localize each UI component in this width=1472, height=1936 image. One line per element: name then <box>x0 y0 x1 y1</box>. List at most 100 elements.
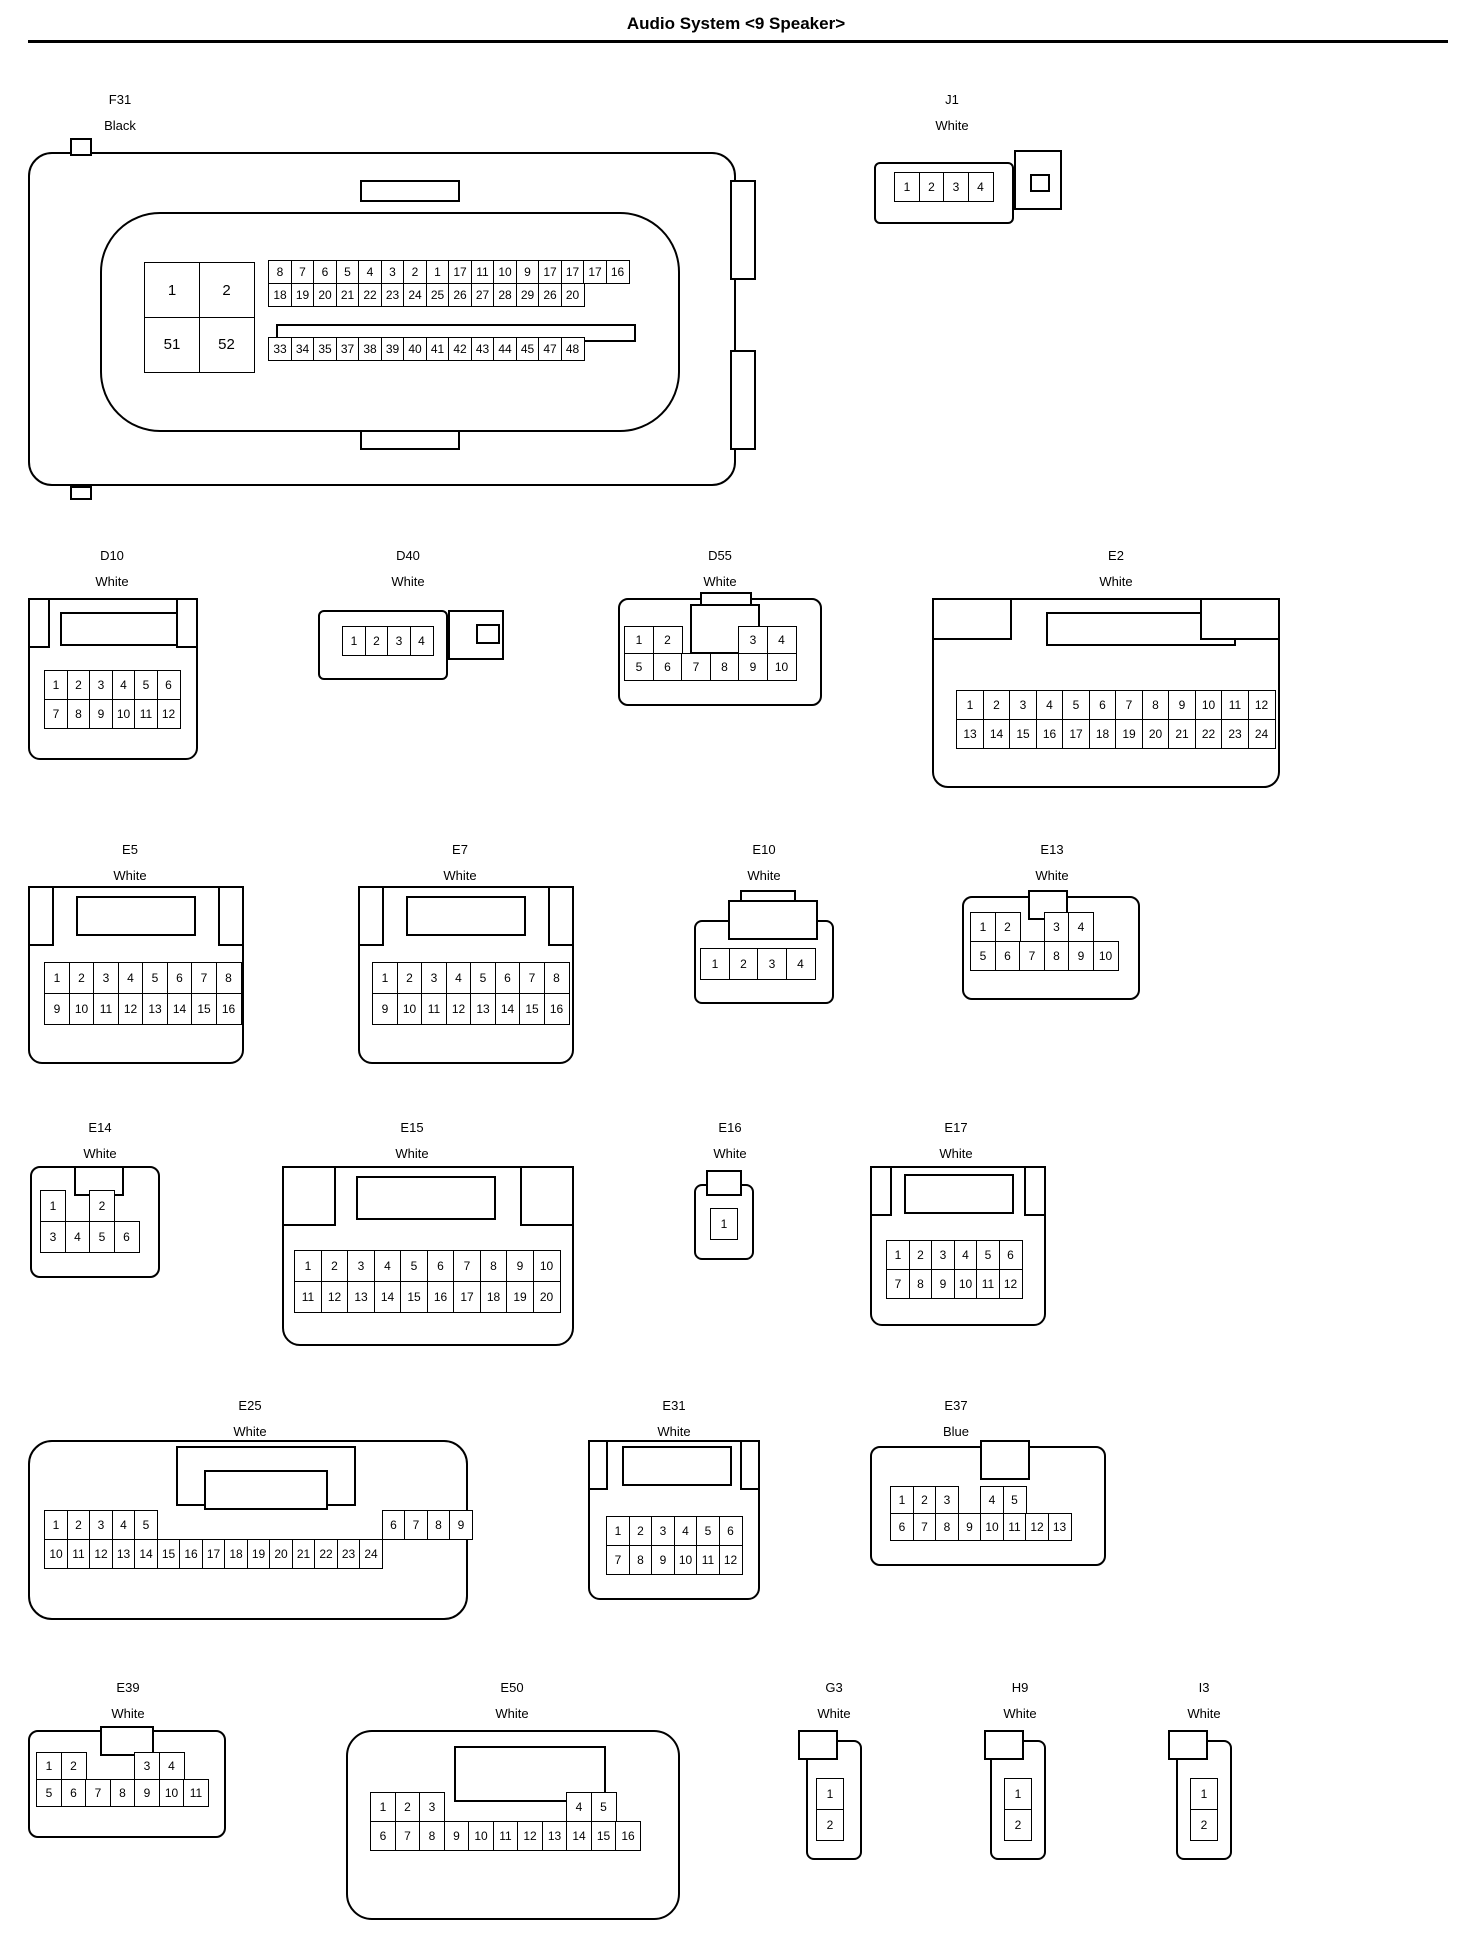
terminal-pin: 2 <box>1004 1808 1032 1841</box>
terminal-pin: 3 <box>89 1510 113 1540</box>
connector-code: D40 <box>396 548 420 563</box>
terminal-pin: 8 <box>908 1268 933 1299</box>
terminal-pin: 13 <box>956 718 984 749</box>
connector-latch <box>730 350 756 450</box>
terminal-pin: 5 <box>590 1792 617 1822</box>
terminal-pin: 4 <box>785 948 816 980</box>
terminal-pin: 18 <box>268 282 292 307</box>
connector-housing <box>694 1184 754 1260</box>
terminal-pin: 9 <box>89 698 113 729</box>
terminal-pin: 1 <box>144 262 200 318</box>
connector-color: White <box>817 1706 851 1721</box>
connector-latch <box>100 1726 154 1756</box>
terminal-pin: 2 <box>628 1516 653 1546</box>
terminal-pin: 1 <box>1190 1778 1218 1810</box>
terminal-pin: 11 <box>976 1268 1000 1299</box>
connector-latch <box>728 900 818 940</box>
terminal-pin: 5 <box>1002 1486 1027 1514</box>
terminal-pin: 2 <box>918 172 945 202</box>
connector-latch <box>730 180 756 280</box>
connector-color: White <box>939 1146 973 1161</box>
empty-cavity <box>157 1510 181 1540</box>
terminal-pin: 15 <box>1009 718 1037 749</box>
terminal-pin: 25 <box>425 282 450 307</box>
connector-code: E15 <box>400 1120 424 1135</box>
connector-latch <box>218 886 244 946</box>
terminal-pin: 39 <box>380 337 405 361</box>
terminal-pin: 40 <box>403 337 427 361</box>
connector-code: E50 <box>500 1680 524 1695</box>
terminal-pin: 10 <box>1092 940 1119 971</box>
terminal-pin: 24 <box>403 282 427 307</box>
empty-cavity <box>179 1510 203 1540</box>
terminal-pin: 1 <box>44 670 68 700</box>
terminal-pin: 2 <box>982 690 1011 720</box>
pin-row: 2 <box>1190 1808 1218 1841</box>
terminal-pin: 3 <box>421 962 447 994</box>
terminal-pin: 2 <box>816 1808 844 1841</box>
terminal-pin: 5 <box>970 940 996 971</box>
terminal-pin: 12 <box>89 1538 113 1569</box>
terminal-pin: 9 <box>44 992 70 1025</box>
connector-latch <box>282 1166 336 1226</box>
terminal-pin: 13 <box>1047 1512 1072 1541</box>
terminal-pin: 29 <box>515 282 540 307</box>
terminal-pin: 8 <box>709 652 740 681</box>
terminal-pin: 35 <box>313 337 337 361</box>
terminal-pin: 2 <box>89 1190 115 1222</box>
terminal-pin: 16 <box>615 1820 641 1851</box>
terminal-pin: 23 <box>1221 718 1249 749</box>
terminal-pin: 22 <box>358 282 382 307</box>
terminal-pin: 4 <box>111 670 136 700</box>
empty-cavity <box>314 1510 338 1540</box>
terminal-pin: 9 <box>957 1512 982 1541</box>
terminal-pin: 20 <box>1141 718 1170 749</box>
empty-cavity <box>202 1510 226 1540</box>
connector-latch <box>476 624 500 644</box>
terminal-pin: 18 <box>1088 718 1117 749</box>
terminal-pin: 10 <box>44 1538 68 1569</box>
terminal-pin: 2 <box>994 912 1021 942</box>
terminal-pin: 7 <box>681 652 711 681</box>
pin-row: 2 <box>816 1808 844 1841</box>
terminal-pin: 15 <box>191 992 217 1025</box>
connector-latch <box>870 1166 892 1216</box>
terminal-pin: 10 <box>953 1268 978 1299</box>
terminal-pin: 7 <box>85 1778 111 1807</box>
empty-cavity <box>292 1510 316 1540</box>
terminal-pin: 10 <box>111 698 136 729</box>
empty-cavity <box>517 1792 543 1822</box>
terminal-pin: 3 <box>757 948 787 980</box>
connector-latch <box>1200 598 1280 640</box>
terminal-pin: 3 <box>651 1516 675 1546</box>
terminal-pin: 9 <box>1068 940 1094 971</box>
terminal-pin: 8 <box>66 698 91 729</box>
connector-latch <box>356 1176 496 1220</box>
terminal-pin: 2 <box>60 1752 87 1780</box>
connector-color: White <box>395 1146 429 1161</box>
terminal-pin: 1 <box>890 1486 914 1514</box>
terminal-pin: 26 <box>448 282 472 307</box>
terminal-pin: 12 <box>998 1268 1023 1299</box>
terminal-pin: 42 <box>448 337 472 361</box>
terminal-pin: 7 <box>404 1510 428 1540</box>
terminal-pin: 7 <box>1115 690 1143 720</box>
pin-row: 1 <box>1004 1778 1032 1810</box>
connector-latch <box>904 1174 1014 1214</box>
terminal-pin: 20 <box>560 282 585 307</box>
terminal-pin: 8 <box>1141 690 1170 720</box>
